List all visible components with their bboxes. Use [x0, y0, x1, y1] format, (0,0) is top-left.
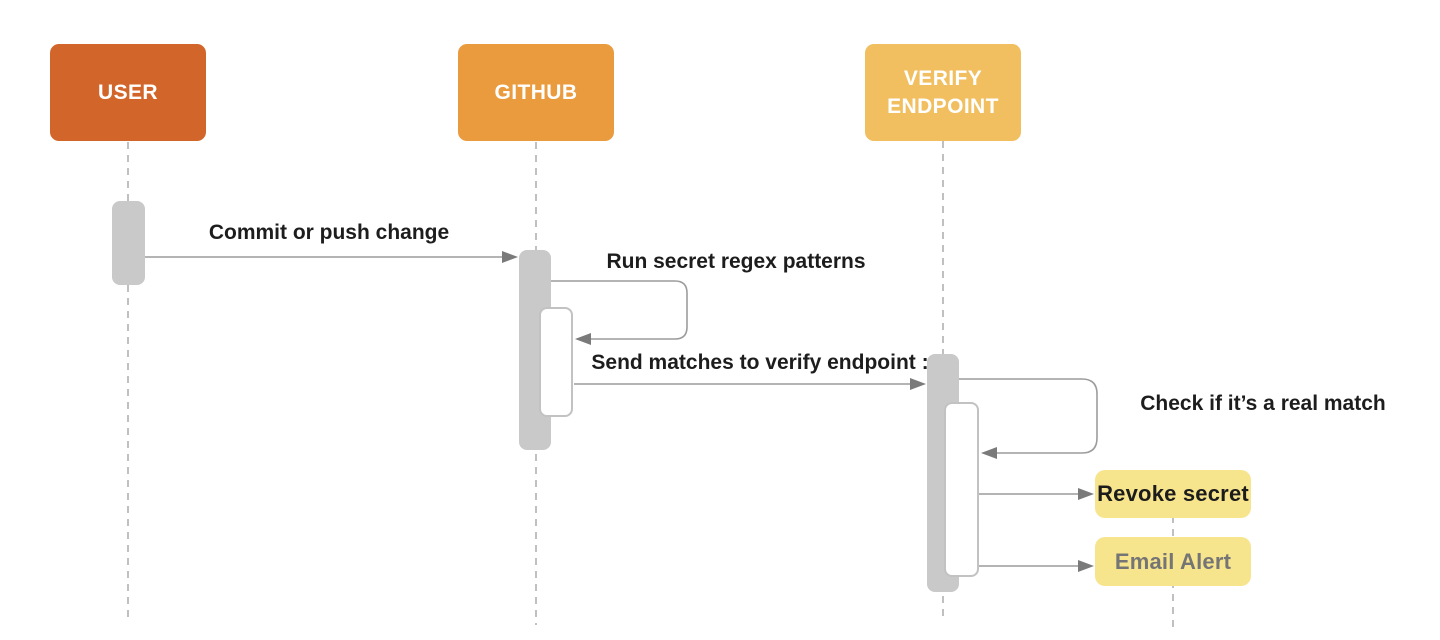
activation-github-nested — [539, 307, 573, 417]
note-email-alert: Email Alert — [1095, 537, 1251, 586]
arrow-send-matches — [574, 378, 926, 390]
activation-verify-nested — [944, 402, 979, 577]
arrow-run-regex-self-loop — [551, 280, 688, 345]
actor-user: USER — [50, 44, 206, 141]
arrow-check-match-self-loop — [958, 378, 1098, 459]
arrow-email-alert — [979, 560, 1094, 572]
arrow-commit-or-push — [145, 251, 518, 263]
actor-github: GITHUB — [458, 44, 614, 141]
note-revoke-secret: Revoke secret — [1095, 470, 1251, 518]
message-label-run-regex: Run secret regex patterns — [606, 250, 866, 273]
message-label-commit-or-push: Commit or push change — [208, 221, 450, 244]
arrow-revoke-secret — [979, 488, 1094, 500]
message-label-send-matches: Send matches to verify endpoint : — [591, 351, 929, 374]
activation-user — [112, 201, 145, 285]
actor-verify-endpoint: VERIFY ENDPOINT — [865, 44, 1021, 141]
message-label-check-match: Check if it’s a real match — [1140, 392, 1386, 415]
